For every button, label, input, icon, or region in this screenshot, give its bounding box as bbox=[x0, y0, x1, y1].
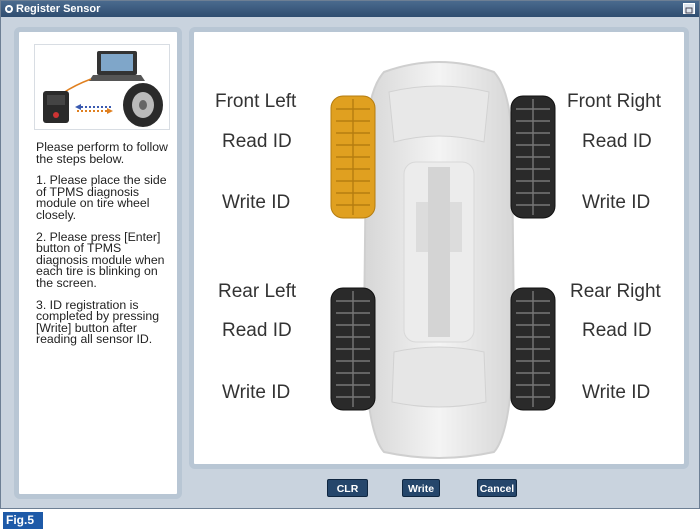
window-control-icon bbox=[685, 7, 693, 14]
tpms-illustration-icon bbox=[43, 51, 163, 127]
figure-label: Fig.5 bbox=[3, 512, 43, 529]
car-top-view-icon bbox=[362, 61, 516, 459]
front-right-write-id[interactable]: Write ID bbox=[582, 192, 651, 213]
front-right-tire-icon[interactable] bbox=[510, 95, 556, 219]
front-right-title: Front Right bbox=[567, 91, 661, 112]
tpms-module-illustration bbox=[34, 44, 170, 130]
instruction-step-2: 2. Please press [Enter] button of TPMS d… bbox=[36, 229, 165, 290]
cancel-button[interactable]: Cancel bbox=[477, 479, 517, 497]
sensor-diagram-panel: Front Left Read ID Write ID Front Right … bbox=[189, 27, 689, 469]
instructions-panel: Please perform to follow the steps below… bbox=[14, 27, 182, 499]
app-icon bbox=[5, 5, 13, 13]
rear-left-tire-icon[interactable] bbox=[330, 287, 376, 411]
front-left-write-id[interactable]: Write ID bbox=[222, 192, 291, 213]
title-bar: Register Sensor bbox=[1, 1, 699, 17]
instructions-text: Please perform to follow the steps below… bbox=[36, 140, 176, 356]
front-right-read-id[interactable]: Read ID bbox=[582, 131, 652, 152]
instruction-step-3: 3. ID registration is completed by press… bbox=[36, 297, 160, 347]
window-close-button[interactable] bbox=[683, 3, 695, 14]
clr-button[interactable]: CLR bbox=[327, 479, 368, 497]
rear-right-tire-icon[interactable] bbox=[510, 287, 556, 411]
register-sensor-window: Register Sensor bbox=[0, 0, 700, 509]
front-left-title: Front Left bbox=[215, 91, 297, 112]
rear-left-read-id[interactable]: Read ID bbox=[222, 320, 292, 341]
instruction-intro: Please perform to follow the steps below… bbox=[36, 140, 168, 166]
front-left-tire-icon[interactable] bbox=[330, 95, 376, 219]
rear-right-write-id[interactable]: Write ID bbox=[582, 382, 651, 403]
instruction-step-1: 1. Please place the side of TPMS diagnos… bbox=[36, 173, 167, 222]
front-left-read-id[interactable]: Read ID bbox=[222, 131, 292, 152]
write-button[interactable]: Write bbox=[402, 479, 440, 497]
rear-right-read-id[interactable]: Read ID bbox=[582, 320, 652, 341]
rear-right-title: Rear Right bbox=[570, 281, 661, 302]
window-title: Register Sensor bbox=[16, 3, 101, 15]
rear-left-write-id[interactable]: Write ID bbox=[222, 382, 291, 403]
rear-left-title: Rear Left bbox=[218, 281, 297, 302]
